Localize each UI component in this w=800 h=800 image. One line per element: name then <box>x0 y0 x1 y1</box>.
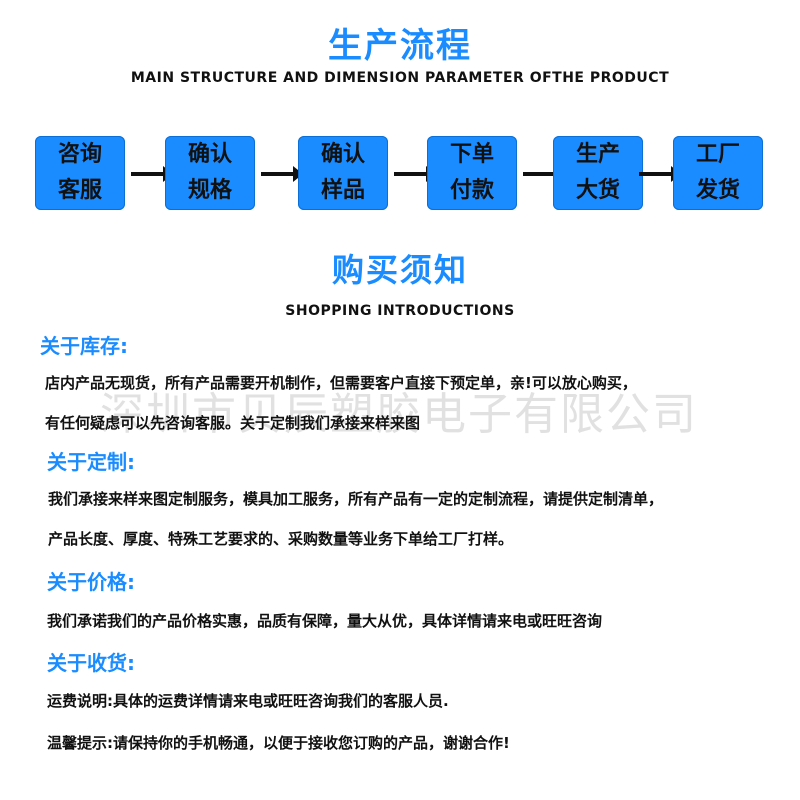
flow-step-label-line1: 下单 <box>449 142 494 167</box>
flow-step-label-line1: 确认 <box>320 142 365 167</box>
arrow-right-icon <box>523 166 565 182</box>
flow-step-label-line1: 生产 <box>575 142 620 167</box>
flow-step-label-line1: 咨询 <box>57 142 102 167</box>
section-heading-receipt: 关于收货: <box>47 651 135 675</box>
flow-step-label-line1: 工厂 <box>695 142 740 167</box>
section-line: 店内产品无现货，所有产品需要开机制作，但需要客户直接下预定单，亲!可以放心购买， <box>45 374 637 392</box>
shopping-subtitle: SHOPPING INTRODUCTIONS <box>285 303 515 319</box>
flow-step-consult: 咨询 客服 <box>35 136 125 210</box>
flow-step-label-line2: 规格 <box>187 178 232 203</box>
flow-step-production: 生产 大货 <box>553 136 643 210</box>
section-line: 产品长度、厚度、特殊工艺要求的、采购数量等业务下单给工厂打样。 <box>48 530 514 548</box>
section-line: 我们承诺我们的产品价格实惠，品质有保障，量大从优，具体详情请来电或旺旺咨询 <box>47 612 603 630</box>
section-line: 有任何疑虑可以先咨询客服。关于定制我们承接来样来图 <box>45 414 421 432</box>
section-line: 运费说明:具体的运费详情请来电或旺旺咨询我们的客服人员. <box>47 692 449 710</box>
flow-step-ship: 工厂 发货 <box>673 136 763 210</box>
flow-step-confirm-sample: 确认 样品 <box>298 136 388 210</box>
arrow-right-icon <box>261 166 303 182</box>
shopping-title: 购买须知 <box>331 251 468 289</box>
flow-step-label-line2: 付款 <box>449 178 494 203</box>
flow-step-label-line1: 确认 <box>187 142 232 167</box>
arrow-right-icon <box>131 166 173 182</box>
flow-step-order-pay: 下单 付款 <box>427 136 517 210</box>
arrow-right-icon <box>639 166 681 182</box>
section-heading-stock: 关于库存: <box>40 334 128 358</box>
page-subtitle: MAIN STRUCTURE AND DIMENSION PARAMETER O… <box>130 70 670 86</box>
section-line: 温馨提示:请保持你的手机畅通，以便于接收您订购的产品，谢谢合作! <box>47 734 510 752</box>
flow-step-label-line2: 发货 <box>695 178 740 203</box>
flow-step-label-line2: 样品 <box>320 178 365 203</box>
flow-step-label-line2: 客服 <box>57 178 102 203</box>
process-flow: 咨询 客服 确认 规格 确认 样品 下单 付款 生产 大货 工厂 发货 <box>35 136 765 212</box>
watermark: 深圳市贝辰塑胶电子有限公司 <box>100 389 698 440</box>
flow-step-confirm-spec: 确认 规格 <box>165 136 255 210</box>
page-title: 生产流程 <box>328 26 472 66</box>
section-heading-price: 关于价格: <box>47 570 135 594</box>
section-heading-custom: 关于定制: <box>47 450 135 474</box>
arrow-right-icon <box>394 166 436 182</box>
section-line: 我们承接来样来图定制服务，模具加工服务，所有产品有一定的定制流程，请提供定制清单… <box>48 490 664 508</box>
flow-step-label-line2: 大货 <box>575 178 620 203</box>
